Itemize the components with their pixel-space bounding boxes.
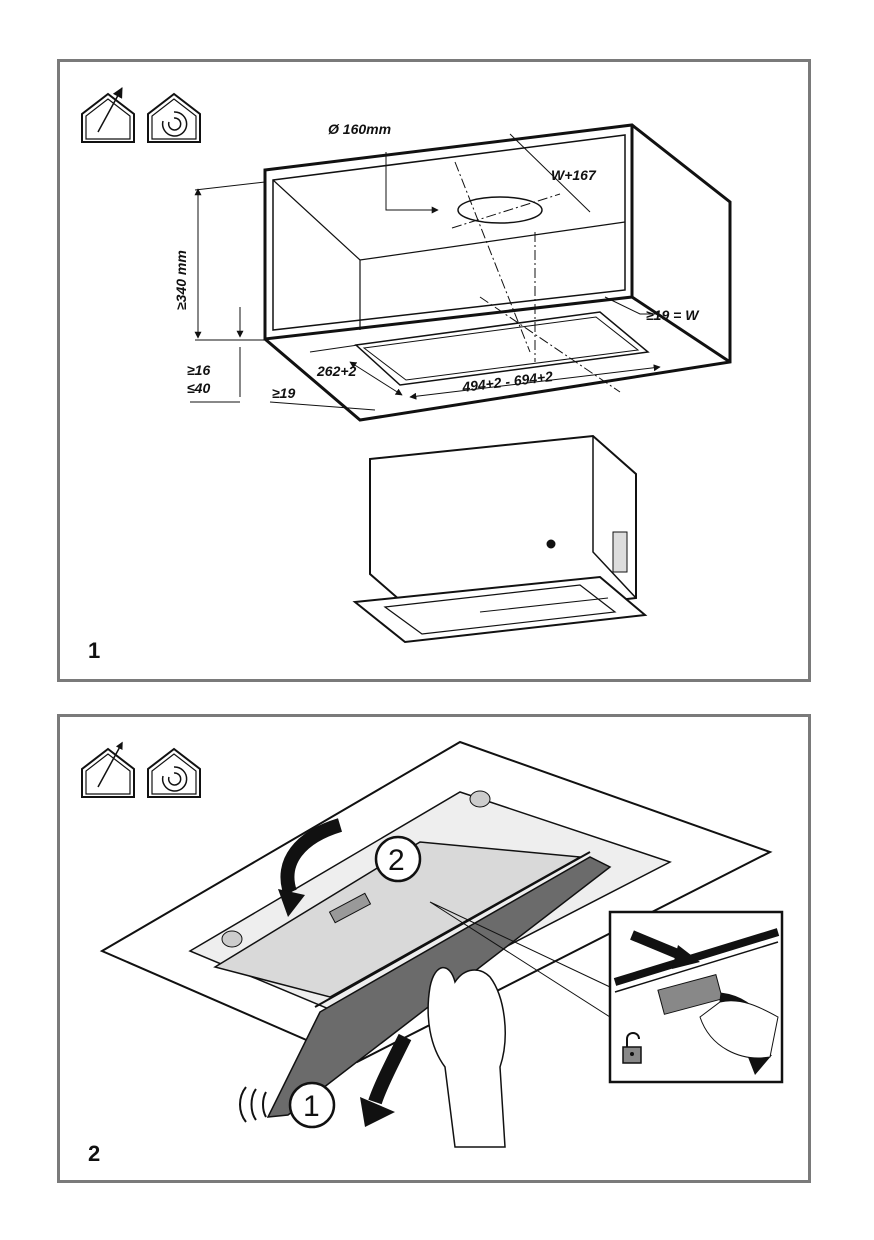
hood-unit (352, 434, 648, 644)
duct-diameter-label: Ø 160mm (328, 121, 391, 137)
width-offset-label: W+167 (551, 167, 597, 183)
figure-1-illustration: Ø 160mm W+167 ≥340 mm ≥19 = W ≥16 ≤40 ≥1… (81, 87, 732, 644)
figure-1-panel: Ø 160mm W+167 ≥340 mm ≥19 = W ≥16 ≤40 ≥1… (57, 59, 811, 682)
svg-text:2: 2 (388, 844, 405, 877)
ducted-extraction-icon (81, 741, 135, 798)
front-margin-label: ≥19 (272, 385, 295, 401)
recirculation-icon (147, 747, 201, 798)
figure-2-illustration: 2 1 (81, 740, 784, 1148)
cabinet-niche (263, 123, 732, 422)
step-1-marker: 1 (288, 1081, 336, 1129)
arrow-step-1 (368, 1033, 412, 1105)
arrow-step-2 (280, 818, 343, 895)
figure-2-panel: 2 1 (57, 714, 811, 1183)
click-sound-icon (239, 1086, 267, 1123)
depth-label: 262+2 (316, 363, 357, 379)
gap-min-label: ≥16 (187, 362, 210, 378)
figure-1-number: 1 (88, 638, 101, 663)
svg-text:1: 1 (303, 1090, 320, 1123)
ducted-extraction-icon (81, 87, 135, 143)
min-side-label: ≥19 = W (646, 307, 700, 323)
hand-illustration (427, 966, 506, 1148)
height-label: ≥340 mm (173, 250, 189, 310)
gap-max-label: ≤40 (187, 380, 210, 396)
recirculation-icon (147, 92, 201, 143)
unlock-icon (622, 1032, 642, 1064)
figure-2-number: 2 (88, 1141, 101, 1166)
step-2-marker: 2 (374, 835, 422, 883)
